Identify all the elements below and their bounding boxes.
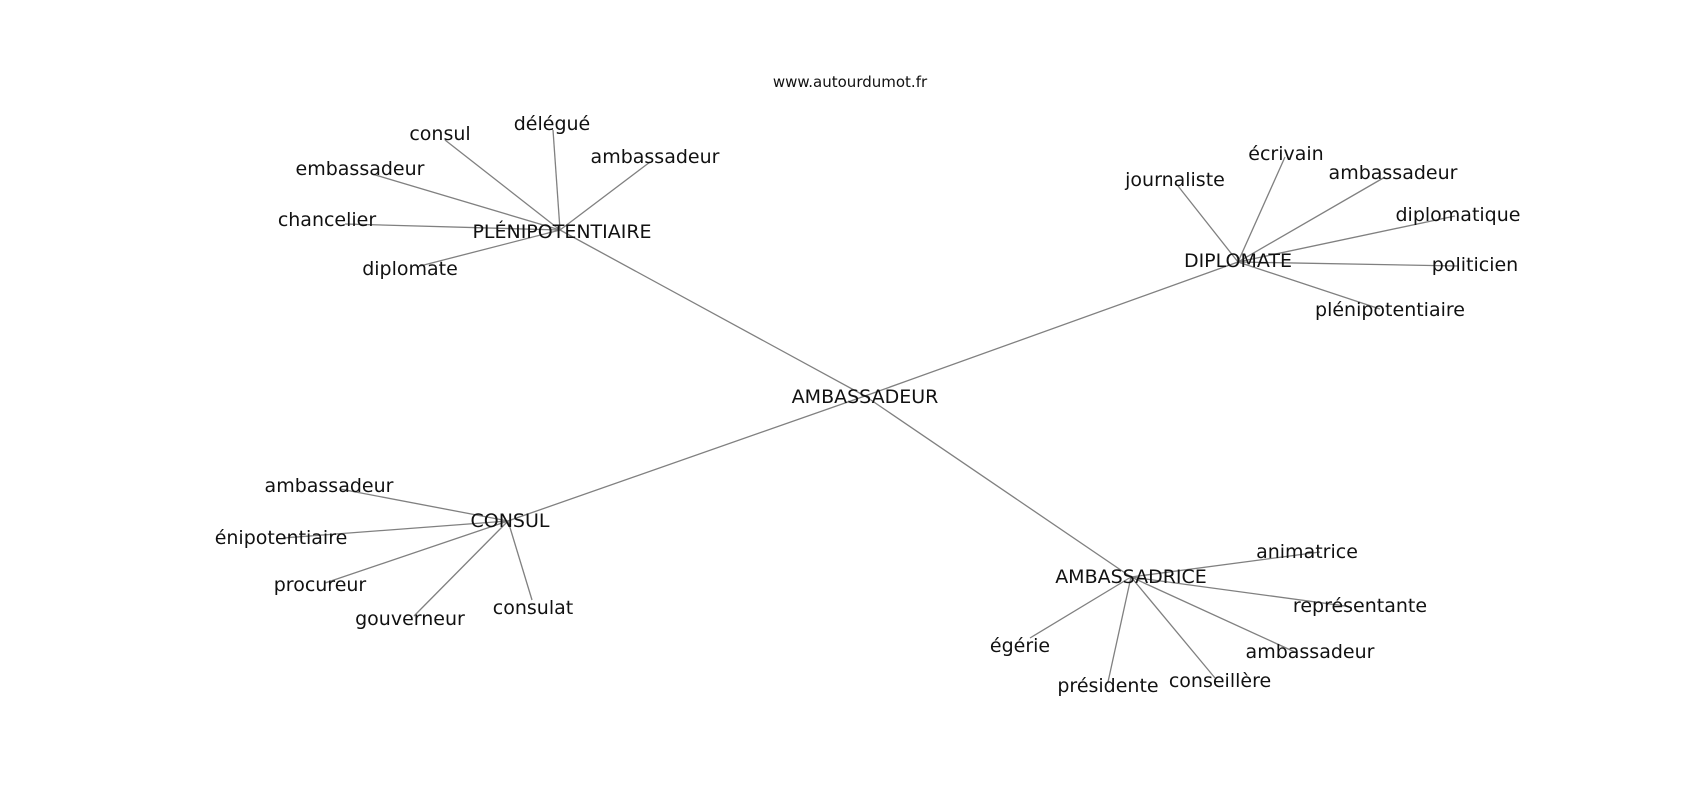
edge-hub-to-word [559,161,651,231]
edge-center-to-hub [864,261,1239,397]
word-node[interactable]: ambassadeur [1246,641,1375,663]
word-node[interactable]: ambassadeur [265,475,394,497]
word-node[interactable]: consul [409,123,470,145]
edge-hub-to-word [552,129,561,231]
word-node[interactable]: énipotentiaire [215,527,348,549]
edge-hub-to-word [1107,576,1132,683]
edge-hub-to-word [413,520,509,617]
edge-center-to-hub [559,229,866,397]
word-node[interactable]: plénipotentiaire [1315,299,1465,321]
edge-hub-to-word [1237,261,1381,310]
word-node[interactable]: procureur [274,574,367,596]
word-node[interactable]: représentante [1293,595,1427,617]
word-node[interactable]: ambassadeur [591,146,720,168]
edge-hub-to-word [282,520,509,539]
edge-hub-to-word [344,223,561,231]
word-node[interactable]: diplomatique [1396,204,1521,226]
edge-center-to-hub [507,395,866,522]
edge-hub-to-word [1130,576,1216,679]
edge-hub-to-word [444,139,561,231]
hub-node[interactable]: PLÉNIPOTENTIAIRE [472,220,651,243]
word-node[interactable]: conseillère [1169,670,1271,692]
edge-hub-to-word [507,520,533,601]
edge-hub-to-word [1237,156,1286,263]
edge-hub-to-word [324,520,509,584]
edge-hub-to-word [339,488,509,522]
edge-hub-to-word [1130,576,1346,607]
edge-hub-to-word [1237,261,1459,267]
word-node[interactable]: gouverneur [355,608,465,630]
word-node[interactable]: animatrice [1256,541,1358,563]
edge-hub-to-word [1237,215,1456,263]
edge-hub-to-word [1177,185,1239,263]
edge-hub-to-word [371,173,561,231]
edge-hub-to-word [1130,576,1298,654]
edge-hub-to-word [1237,176,1386,263]
word-node[interactable]: délégué [514,113,591,135]
word-node[interactable]: diplomate [362,258,458,280]
center-node[interactable]: AMBASSADEUR [792,386,939,408]
hub-node[interactable]: AMBASSADRICE [1055,566,1207,588]
hub-node[interactable]: CONSUL [471,510,550,532]
word-node[interactable]: chancelier [278,209,377,231]
word-node[interactable]: ambassadeur [1329,162,1458,184]
edge-hub-to-word [419,229,561,267]
edge-hub-to-word [1130,551,1321,578]
source-url: www.autourdumot.fr [772,73,928,91]
hub-node[interactable]: DIPLOMATE [1184,250,1292,272]
word-node[interactable]: journaliste [1124,169,1225,191]
word-node[interactable]: écrivain [1248,143,1323,165]
word-node[interactable]: consulat [493,597,573,619]
word-node[interactable]: présidente [1057,675,1158,697]
edge-center-to-hub [864,395,1132,578]
word-node[interactable]: embassadeur [296,158,425,180]
word-node[interactable]: égérie [990,635,1050,657]
edge-hub-to-word [1029,576,1132,639]
word-node[interactable]: politicien [1432,254,1518,276]
